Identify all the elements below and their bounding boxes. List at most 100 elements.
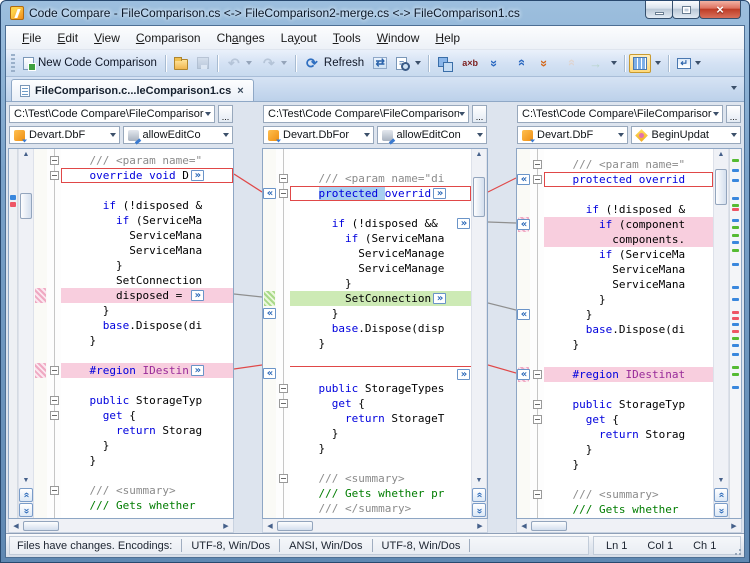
next-conflict-button[interactable]: » <box>533 52 557 74</box>
code-editor[interactable]: /// <param name=" protected overrid if (… <box>544 149 713 518</box>
right-horizontal-scrollbar[interactable]: ◀ ▶ <box>516 519 742 533</box>
code-line[interactable]: } <box>292 442 326 455</box>
code-line[interactable]: /// <param name=" <box>546 158 686 171</box>
code-line[interactable] <box>544 472 713 487</box>
toolbar-grip[interactable] <box>11 54 15 72</box>
tab-filecomparison[interactable]: FileComparison.c...leComparison1.cs <box>11 79 254 101</box>
code-line[interactable]: components. <box>544 232 713 247</box>
next-change-button[interactable]: » <box>19 503 33 517</box>
code-line[interactable]: /// <summary> <box>546 488 659 501</box>
right-type-combo[interactable]: Devart.DbF <box>517 126 628 144</box>
next-difference-button[interactable]: » <box>483 52 507 74</box>
menu-help[interactable]: Help <box>435 30 461 45</box>
apply-left-icon[interactable]: « <box>263 308 276 319</box>
tab-list-dropdown[interactable] <box>731 86 737 90</box>
scroll-thumb[interactable] <box>23 520 59 531</box>
fold-collapse-icon[interactable] <box>279 399 288 408</box>
close-button[interactable] <box>699 1 741 19</box>
apply-change-button[interactable]: → <box>583 52 607 74</box>
scroll-left-icon[interactable]: ◀ <box>521 522 527 530</box>
next-change-button[interactable]: » <box>714 503 728 517</box>
code-line[interactable]: } <box>546 458 580 471</box>
fold-gutter[interactable] <box>47 149 61 518</box>
chevron-down-icon[interactable] <box>459 112 465 116</box>
code-line[interactable]: get { <box>585 413 619 426</box>
code-line[interactable]: get { <box>102 409 136 422</box>
prev-difference-button[interactable]: » <box>508 52 532 74</box>
code-line[interactable]: return StorageT <box>344 412 445 425</box>
apply-left-icon[interactable]: « <box>517 369 530 380</box>
code-line[interactable]: ServiceMana <box>63 229 203 242</box>
code-line[interactable]: ServiceMana <box>63 244 203 257</box>
fold-collapse-icon[interactable] <box>50 411 59 420</box>
swap-panes-button[interactable]: ⇄ <box>369 54 391 72</box>
chevron-down-icon[interactable] <box>205 112 211 116</box>
code-line[interactable] <box>61 468 233 483</box>
menu-window[interactable]: Window <box>376 30 420 45</box>
menu-comparison[interactable]: Comparison <box>135 30 201 45</box>
menu-changes[interactable]: Changes <box>216 30 265 45</box>
maximize-button[interactable] <box>672 1 700 19</box>
apply-right-icon[interactable]: » <box>190 170 204 181</box>
menu-layout[interactable]: Layout <box>280 30 317 45</box>
code-line[interactable]: if (ServiceMana <box>344 232 445 245</box>
apply-left-icon[interactable]: « <box>517 174 530 185</box>
code-line[interactable] <box>544 352 713 367</box>
merge-dropdown[interactable] <box>608 57 620 69</box>
comparison-report-button[interactable]: ≡ <box>392 54 411 73</box>
code-line[interactable]: /// <summary> <box>63 484 176 497</box>
code-line[interactable] <box>61 378 233 393</box>
fold-collapse-icon[interactable] <box>533 490 542 499</box>
right-member-combo[interactable]: BeginUpdat <box>630 126 741 144</box>
apply-right-icon[interactable]: » <box>433 293 447 304</box>
code-line[interactable] <box>290 456 471 471</box>
code-line[interactable]: } <box>63 439 110 452</box>
code-line[interactable] <box>544 187 713 202</box>
left-path-combo[interactable]: C:\Test\Code Compare\FileComparisor <box>9 105 215 123</box>
fold-collapse-icon[interactable] <box>533 160 542 169</box>
code-line[interactable]: /// </summary> <box>292 502 412 515</box>
fold-collapse-icon[interactable] <box>50 171 59 180</box>
fold-gutter[interactable] <box>530 149 544 518</box>
center-member-combo[interactable]: allowEditCon <box>376 126 487 144</box>
code-line[interactable]: } <box>292 277 352 290</box>
code-line[interactable]: base.Dispose(di <box>102 319 203 332</box>
code-line[interactable]: } <box>546 338 580 351</box>
center-path-combo[interactable]: C:\Test\Code Compare\FileComparison2 <box>263 105 469 123</box>
scroll-thumb[interactable] <box>277 520 313 531</box>
code-line[interactable]: /// Gets whether <box>63 499 196 512</box>
apply-left-icon[interactable]: « <box>263 368 276 379</box>
code-line[interactable]: override void D» <box>61 168 233 183</box>
scroll-thumb[interactable] <box>715 169 727 205</box>
comparison-options-dropdown[interactable] <box>412 57 424 69</box>
code-line[interactable]: ServiceMana <box>546 263 686 276</box>
fold-collapse-icon[interactable] <box>533 415 542 424</box>
left-type-combo[interactable]: Devart.DbF <box>9 126 120 144</box>
chevron-down-icon[interactable] <box>223 133 229 137</box>
code-line[interactable]: public StorageTyp <box>546 398 686 411</box>
fold-collapse-icon[interactable] <box>533 400 542 409</box>
code-line[interactable] <box>290 201 471 216</box>
fold-collapse-icon[interactable] <box>279 174 288 183</box>
code-line[interactable]: SetConnection <box>63 274 203 287</box>
undo-button[interactable]: ↶ <box>222 52 256 74</box>
scroll-up-icon[interactable]: ▲ <box>717 151 725 158</box>
scroll-right-icon[interactable]: ▶ <box>731 522 737 530</box>
code-line[interactable]: /// Gets whether pr <box>292 487 445 500</box>
chevron-down-icon[interactable] <box>731 133 737 137</box>
tab-close-icon[interactable] <box>236 85 244 97</box>
code-line[interactable]: base.Dispose(di <box>585 323 686 336</box>
structure-comparison-button[interactable] <box>433 52 457 74</box>
code-line[interactable]: } <box>546 293 606 306</box>
prev-change-button[interactable]: » <box>472 488 486 502</box>
code-line[interactable]: } <box>63 454 97 467</box>
code-line[interactable]: if (ServiceMa <box>115 214 203 227</box>
chevron-down-icon[interactable] <box>109 133 116 137</box>
code-line[interactable] <box>61 348 233 363</box>
code-line[interactable]: /// <param name=" <box>63 154 203 167</box>
code-line[interactable]: /// <summary> <box>292 472 405 485</box>
fold-collapse-icon[interactable] <box>279 474 288 483</box>
code-editor[interactable]: /// <param name=" override void D» if (!… <box>61 149 233 518</box>
scroll-thumb[interactable] <box>473 177 485 217</box>
scroll-down-icon[interactable]: ▼ <box>717 477 725 484</box>
